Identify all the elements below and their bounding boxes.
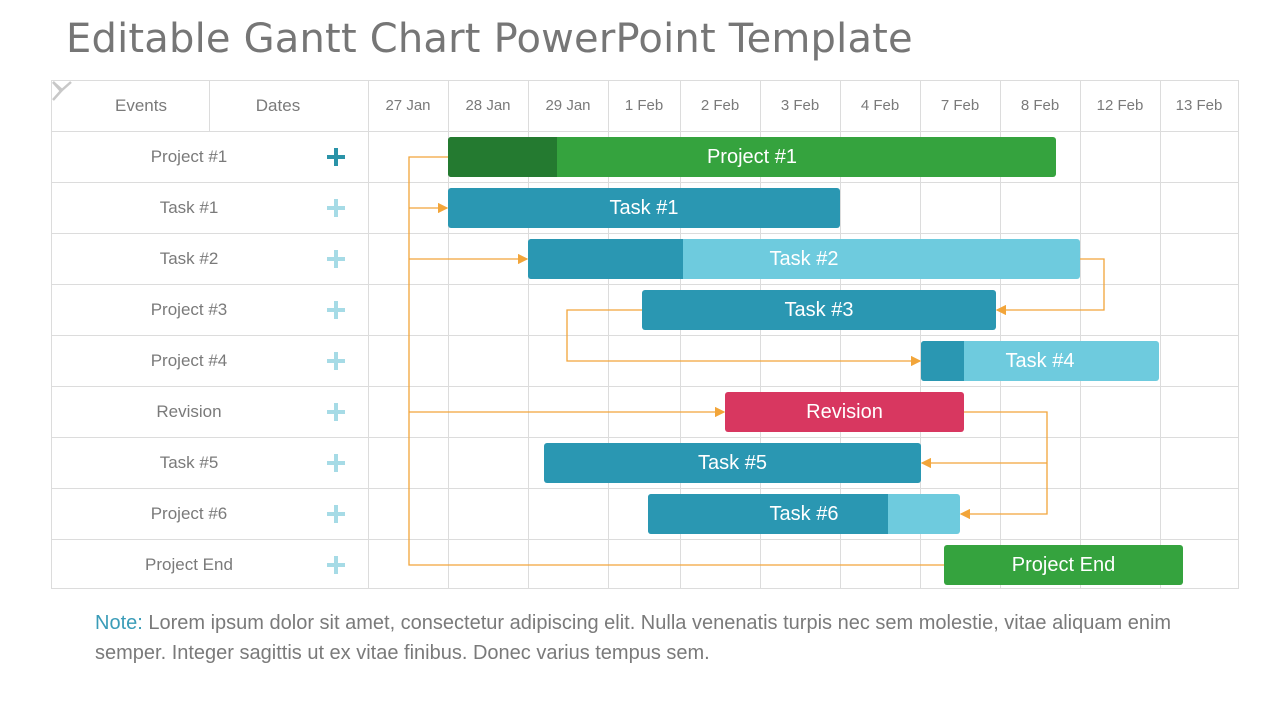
bar-progress-fill xyxy=(648,494,888,534)
gantt-bar[interactable]: Project #1 xyxy=(448,137,1056,177)
add-icon[interactable] xyxy=(327,250,345,268)
add-icon[interactable] xyxy=(327,556,345,574)
add-icon[interactable] xyxy=(327,301,345,319)
bar-label: Project End xyxy=(1011,554,1116,576)
date-column-header: 8 Feb xyxy=(1020,97,1060,114)
date-column-header: 29 Jan xyxy=(545,97,591,114)
event-label: Task #2 xyxy=(159,249,219,268)
chevron-right-icon[interactable] xyxy=(51,80,63,102)
bar-progress-fill xyxy=(921,341,964,381)
gantt-bar[interactable]: Task #6 xyxy=(648,494,960,534)
bar-label: Task #1 xyxy=(609,197,679,219)
date-column-header: 1 Feb xyxy=(624,97,664,114)
event-label: Task #1 xyxy=(159,198,219,217)
date-column-header: 7 Feb xyxy=(940,97,980,114)
date-column-header: 4 Feb xyxy=(860,97,900,114)
events-header: Events xyxy=(115,96,167,115)
dates-header: Dates xyxy=(255,96,301,115)
event-label: Project #1 xyxy=(150,147,228,166)
bar-label: Task #5 xyxy=(698,452,767,474)
footnote: Note: Lorem ipsum dolor sit amet, consec… xyxy=(95,608,1195,668)
event-label: Project #4 xyxy=(150,351,228,370)
slide-title: Editable Gantt Chart PowerPoint Template xyxy=(66,16,913,62)
add-icon[interactable] xyxy=(327,199,345,217)
bar-label: Revision xyxy=(806,401,883,423)
event-label: Project End xyxy=(145,555,233,574)
gantt-bar[interactable]: Task #1 xyxy=(448,188,840,228)
event-label: Revision xyxy=(156,402,222,421)
note-label: Note: xyxy=(95,612,143,634)
bar-progress-fill xyxy=(528,239,683,279)
bar-label: Task #3 xyxy=(784,299,854,321)
gantt-bar[interactable]: Task #4 xyxy=(921,341,1159,381)
gantt-bar[interactable]: Task #3 xyxy=(642,290,996,330)
date-column-header: 12 Feb xyxy=(1096,97,1144,114)
event-label: Task #5 xyxy=(159,453,219,472)
gantt-bar[interactable]: Revision xyxy=(725,392,964,432)
date-column-header: 27 Jan xyxy=(385,97,431,114)
event-label: Project #6 xyxy=(150,504,228,523)
gantt-bar[interactable]: Task #2 xyxy=(528,239,1080,279)
bar-label: Project #1 xyxy=(706,146,798,168)
date-column-header: 2 Feb xyxy=(700,97,740,114)
bar-progress-fill xyxy=(448,137,557,177)
date-column-header: 13 Feb xyxy=(1175,97,1223,114)
add-icon[interactable] xyxy=(327,403,345,421)
add-icon[interactable] xyxy=(327,148,345,166)
date-column-header: 3 Feb xyxy=(780,97,820,114)
gantt-chart: Events Dates 27 Jan 28 Jan 29 Jan 1 Feb 2 Fe… xyxy=(51,80,1239,589)
bar-label: Task #2 xyxy=(769,248,839,270)
gantt-bar[interactable]: Project End xyxy=(944,545,1183,585)
add-icon[interactable] xyxy=(327,505,345,523)
event-label: Project #3 xyxy=(150,300,228,319)
grid-border xyxy=(51,80,1239,589)
add-icon[interactable] xyxy=(327,454,345,472)
note-text: Lorem ipsum dolor sit amet, consectetur … xyxy=(95,612,1172,664)
add-icon[interactable] xyxy=(327,352,345,370)
bar-label: Task #4 xyxy=(1005,350,1075,372)
gantt-bar[interactable]: Task #5 xyxy=(544,443,921,483)
date-column-header: 28 Jan xyxy=(465,97,511,114)
bar-label: Task #6 xyxy=(769,503,839,525)
